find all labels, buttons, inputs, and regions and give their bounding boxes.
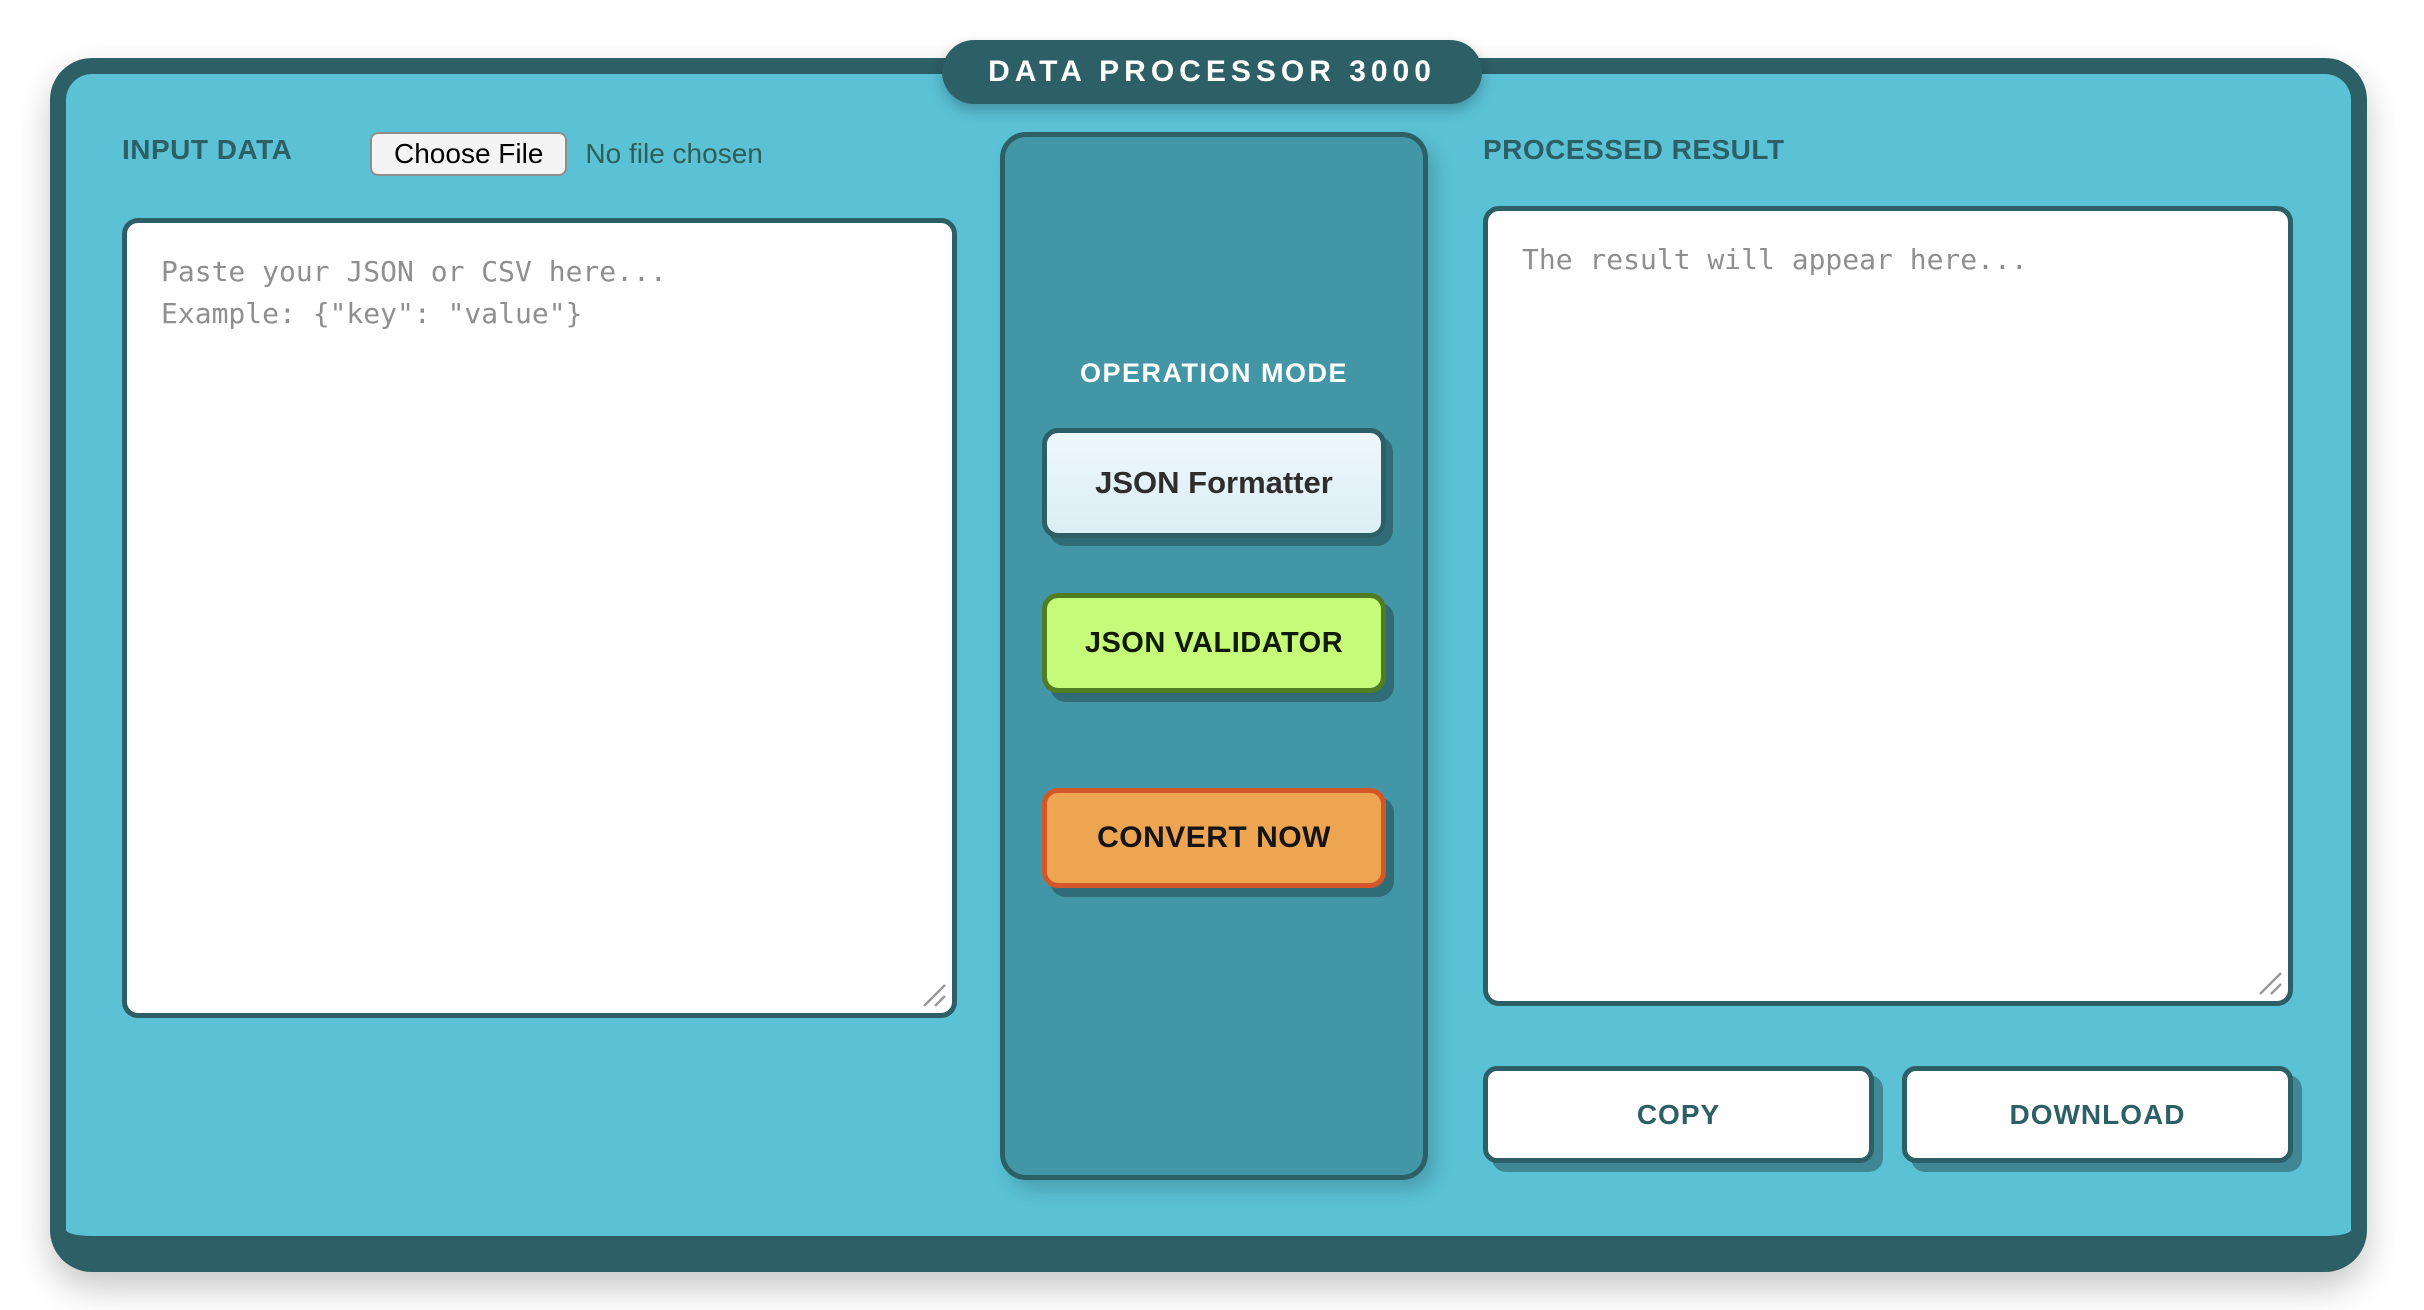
json-validator-button[interactable]: JSON VALIDATOR <box>1042 593 1386 693</box>
choose-file-button[interactable]: Choose File <box>370 132 568 176</box>
app-title-badge: DATA PROCESSOR 3000 <box>942 40 1482 104</box>
result-textarea-container <box>1483 206 2293 1006</box>
input-textarea[interactable] <box>122 218 957 1018</box>
operation-mode-label: OPERATION MODE <box>1079 358 1348 388</box>
file-input[interactable]: Choose File No file chosen <box>370 130 763 178</box>
copy-button[interactable]: COPY <box>1483 1066 1874 1163</box>
app-title: DATA PROCESSOR 3000 <box>988 55 1436 88</box>
processed-result-label: PROCESSED RESULT <box>1483 134 1785 165</box>
convert-now-button[interactable]: CONVERT NOW <box>1042 788 1386 888</box>
file-status-text: No file chosen <box>585 138 763 169</box>
input-data-label: INPUT DATA <box>122 134 293 165</box>
main-panel: INPUT DATA Choose File No file chosen OP… <box>50 58 2367 1272</box>
operation-panel: OPERATION MODE JSON Formatter JSON VALID… <box>1000 132 1428 1180</box>
result-textarea[interactable] <box>1483 206 2293 1006</box>
input-textarea-container <box>122 218 957 1018</box>
download-button[interactable]: DOWNLOAD <box>1902 1066 2293 1163</box>
json-formatter-button[interactable]: JSON Formatter <box>1042 428 1386 538</box>
